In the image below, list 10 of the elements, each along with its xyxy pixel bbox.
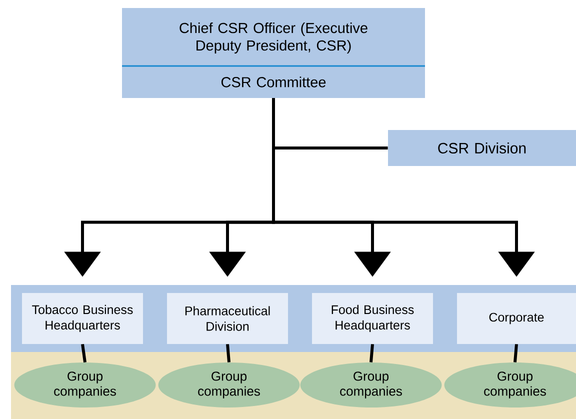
connector-line bbox=[81, 344, 86, 362]
business-unit-box: Tobacco Business Headquarters bbox=[22, 292, 143, 344]
connector-line bbox=[514, 344, 518, 362]
business-unit-box: Food Business Headquarters bbox=[312, 292, 433, 344]
business-unit-box: Pharmaceutical Division bbox=[167, 292, 288, 344]
connector-line bbox=[226, 344, 230, 362]
connector-line bbox=[370, 344, 374, 362]
officer-box: Chief CSR Officer (Executive Deputy President, CSR) CSR Committee bbox=[122, 8, 425, 98]
division-box: CSR Division bbox=[388, 130, 576, 166]
business-unit-box: Corporate bbox=[457, 292, 576, 344]
